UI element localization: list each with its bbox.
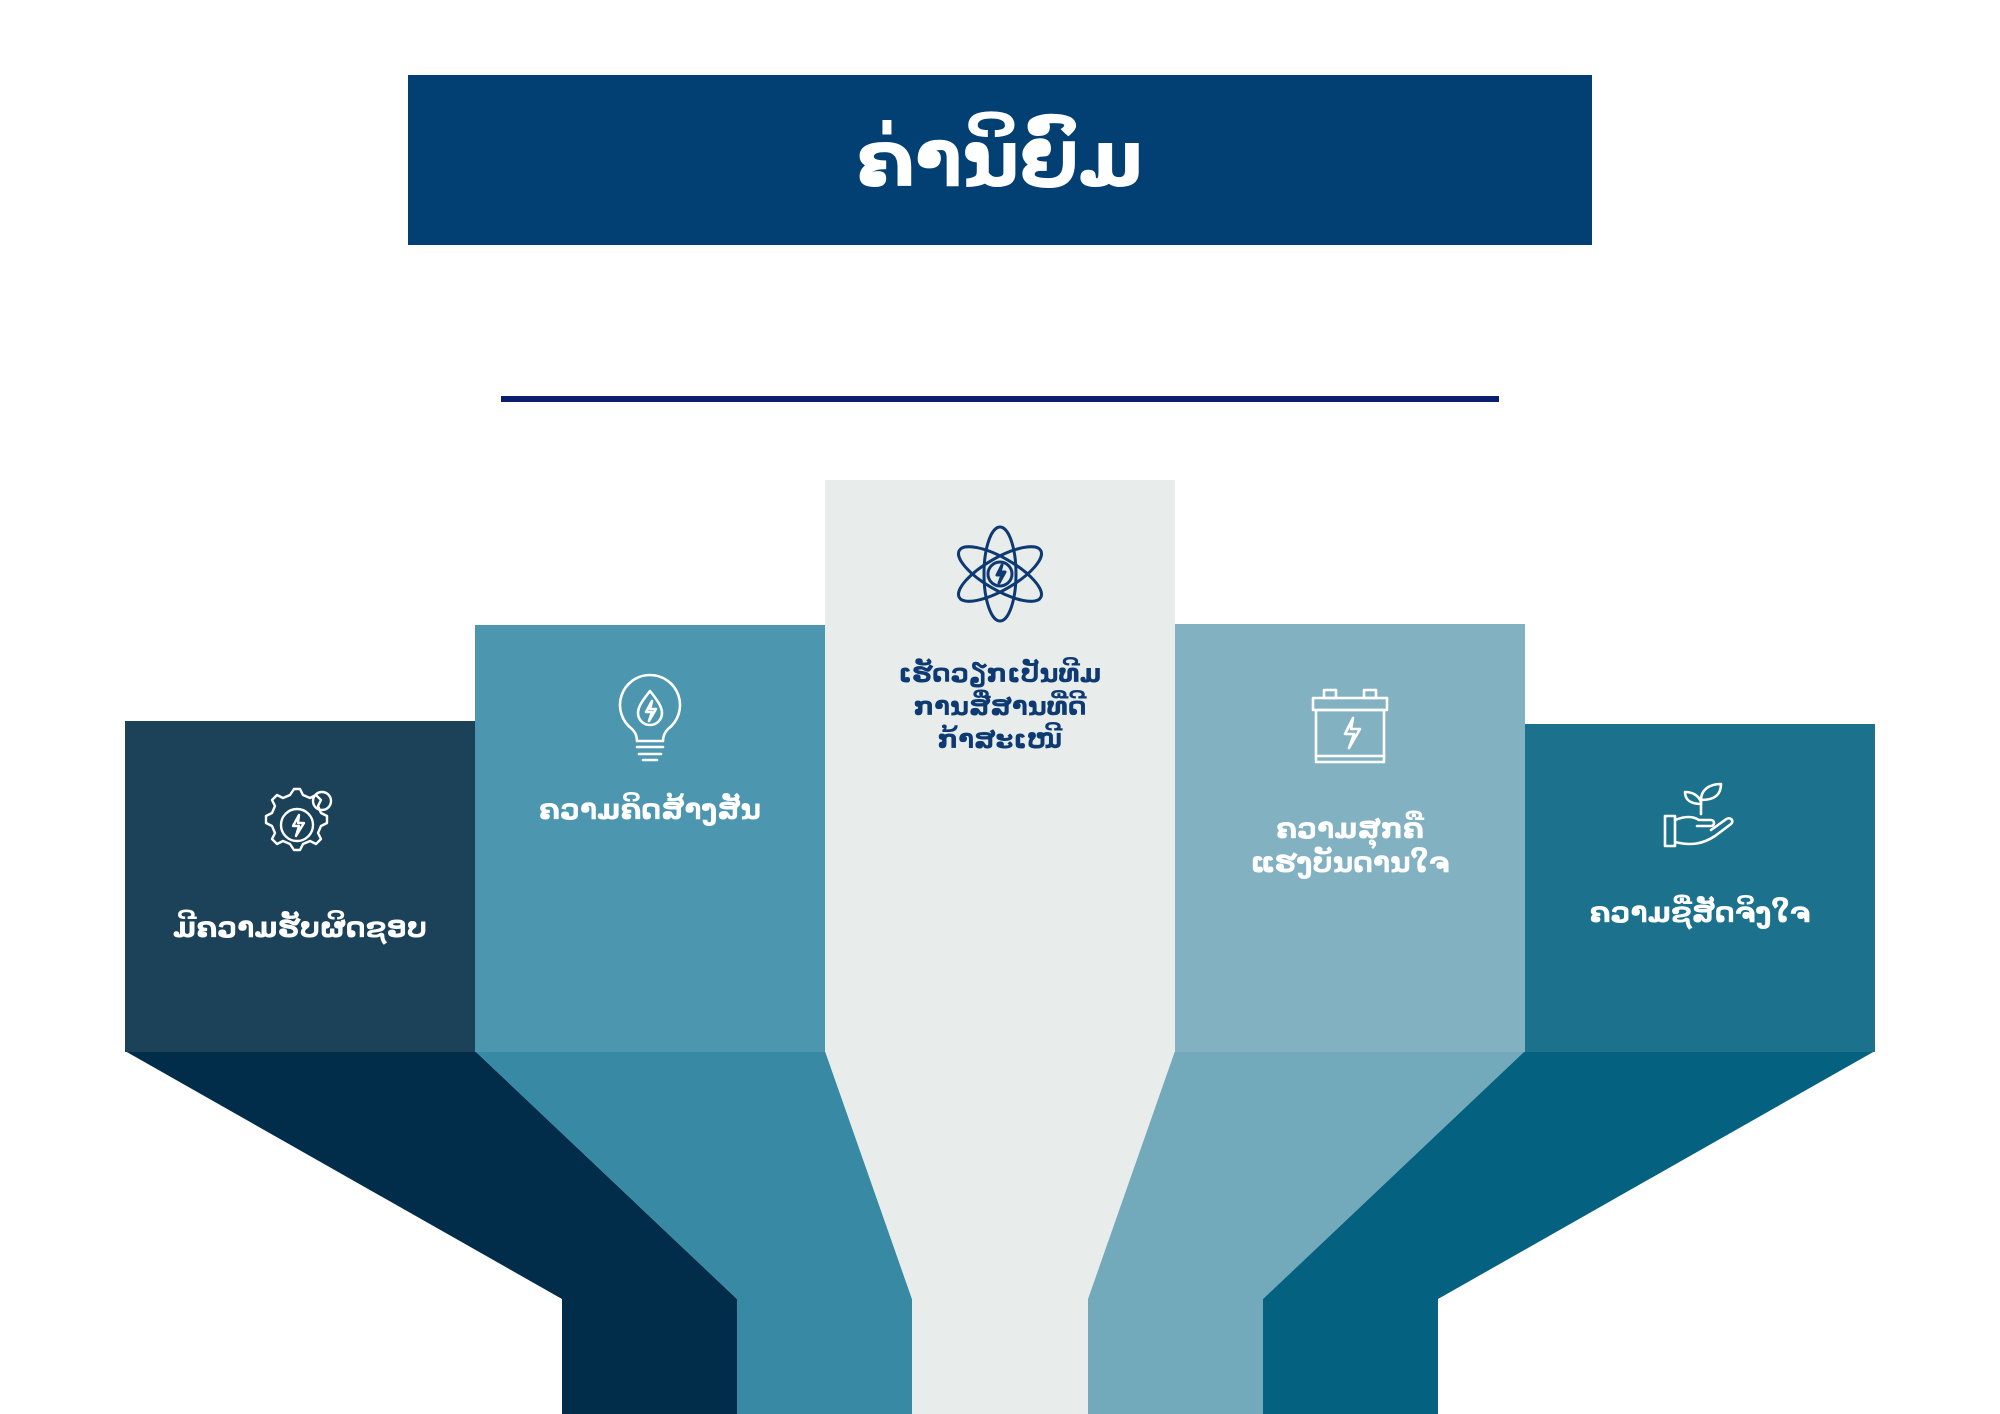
value-card-creativity: ຄວາມຄິດສ້າງສັນ (475, 625, 825, 1052)
value-label-happiness: ຄວາມສຸກຄື ແຮງບັນດານໃຈ (1250, 812, 1450, 879)
page-title: ຄ່ານິຍົມ (856, 115, 1144, 205)
lightbulb-icon (615, 671, 685, 771)
funnel-stem-3 (825, 1051, 1175, 1414)
funnel-stem-4 (1088, 1051, 1525, 1414)
gear-lightning-icon (260, 781, 340, 865)
value-label-responsibility: ມີຄວາມຮັບຜິດຊອບ (172, 911, 428, 944)
title-banner: ຄ່ານິຍົມ (408, 75, 1592, 245)
value-label-creativity: ຄວາມຄິດສ້າງສັນ (539, 793, 761, 826)
funnel-stem-2 (475, 1051, 912, 1414)
funnel-stem-5 (1263, 1051, 1875, 1414)
divider-line (501, 396, 1499, 402)
value-card-teamwork: ເຮັດວຽກເປັນທີມ ການສື່ສານທີ່ດີ ກ້າສະເໜີ (825, 480, 1175, 1052)
value-card-happiness: ຄວາມສຸກຄື ແຮງບັນດານໃຈ (1175, 624, 1525, 1052)
funnel-stem-1 (125, 1051, 737, 1414)
value-label-honesty: ຄວາມຊື່ສັດຈິງໃຈ (1589, 896, 1811, 929)
value-label-teamwork: ເຮັດວຽກເປັນທີມ ການສື່ສານທີ່ດີ ກ້າສະເໜີ (898, 659, 1102, 755)
hand-plant-icon (1663, 780, 1737, 854)
atom-icon (952, 524, 1048, 628)
value-card-honesty: ຄວາມຊື່ສັດຈິງໃຈ (1525, 724, 1875, 1052)
value-card-responsibility: ມີຄວາມຮັບຜິດຊອບ (125, 721, 475, 1052)
battery-icon (1311, 688, 1389, 772)
